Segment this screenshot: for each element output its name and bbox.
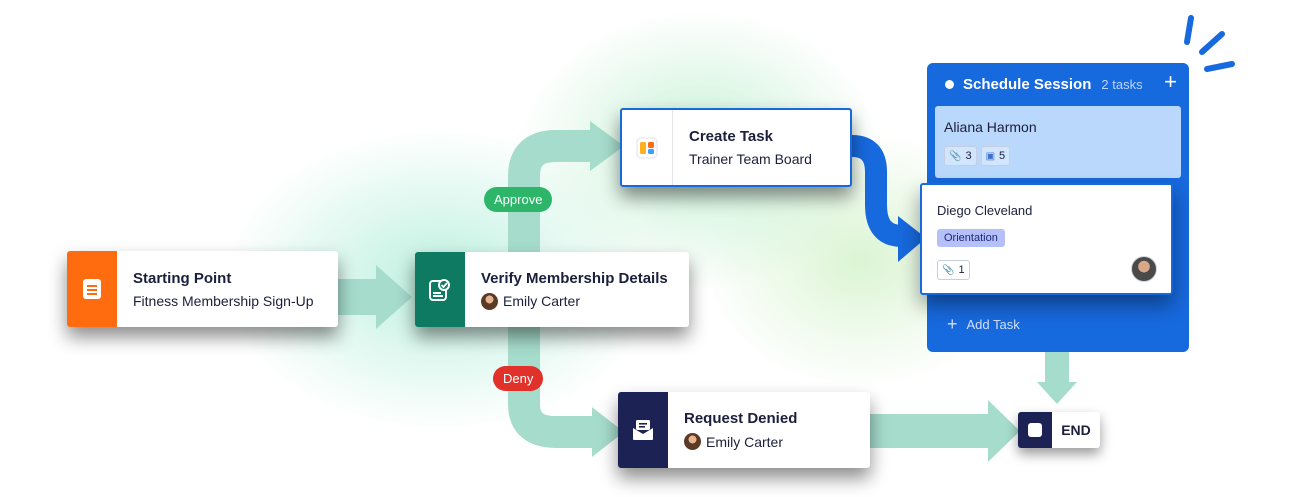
column-header: Schedule Session 2 tasks <box>945 76 1143 93</box>
node-request-denied[interactable]: Request Denied Emily Carter <box>618 392 870 468</box>
attachment-count-value: 1 <box>958 264 965 276</box>
avatar <box>481 292 498 310</box>
comment-icon: ▣ <box>985 150 996 162</box>
node-title: Create Task <box>689 128 773 145</box>
document-icon <box>83 279 101 299</box>
attachment-count-value: 3 <box>965 150 972 162</box>
assignee-name: Emily Carter <box>706 433 784 450</box>
connector-denied-end <box>870 414 990 448</box>
node-title: Request Denied <box>684 410 798 427</box>
connector-task-board <box>851 135 903 247</box>
node-verify-membership[interactable]: Verify Membership Details Emily Carter <box>415 252 689 327</box>
stop-icon <box>1028 423 1042 437</box>
paperclip-icon: 📎 <box>949 150 962 162</box>
add-column-task-button[interactable]: + <box>1164 69 1177 94</box>
node-subtitle: Fitness Membership Sign-Up <box>133 292 314 309</box>
avatar <box>1131 256 1157 282</box>
arrow-task-board <box>898 216 926 262</box>
task-count: 2 tasks <box>1101 77 1143 92</box>
task-card-dragging[interactable]: Diego Cleveland Orientation 📎1 <box>920 183 1173 295</box>
end-label: END <box>1061 422 1091 438</box>
task-card-name: Aliana Harmon <box>944 119 1037 135</box>
arrow-denied-end <box>988 400 1020 462</box>
column-title: Schedule Session <box>963 76 1092 93</box>
task-card-tag: Orientation <box>937 229 1005 247</box>
deny-badge: Deny <box>493 366 544 391</box>
node-starting-point[interactable]: Starting Point Fitness Membership Sign-U… <box>67 251 338 327</box>
column-dot-icon <box>945 80 954 89</box>
node-starting-point-strip <box>67 251 117 327</box>
board-icon <box>636 137 658 158</box>
node-create-task[interactable]: Create Task Trainer Team Board <box>620 108 852 187</box>
avatar <box>684 433 701 450</box>
node-title: Verify Membership Details <box>481 269 668 287</box>
arrow-deny <box>592 407 624 457</box>
connector-approve <box>508 130 592 255</box>
paperclip-icon: 📎 <box>942 264 955 276</box>
node-assignee: Emily Carter <box>684 433 797 450</box>
node-end[interactable]: END <box>1018 412 1100 448</box>
arrow-start-verify <box>376 265 412 329</box>
assignee-name: Emily Carter <box>503 293 581 309</box>
add-task-button[interactable]: + Add Task <box>947 314 1020 335</box>
task-card-meta: 📎1 <box>937 260 974 280</box>
arrow-approve <box>590 121 624 171</box>
node-assignee: Emily Carter <box>481 292 668 310</box>
node-create-task-strip <box>622 110 673 185</box>
task-card[interactable]: Aliana Harmon 📎3 ▣5 <box>935 106 1181 178</box>
node-title: Starting Point <box>133 269 232 287</box>
task-card-name: Diego Cleveland <box>937 203 1033 218</box>
add-task-label: Add Task <box>966 317 1020 332</box>
connector-board-end <box>1045 350 1069 384</box>
comment-count: ▣5 <box>980 146 1011 166</box>
comment-count-value: 5 <box>999 150 1006 162</box>
end-strip <box>1018 412 1052 448</box>
node-verify-strip <box>415 252 465 327</box>
attachment-count: 📎1 <box>937 260 970 280</box>
connector-start-verify <box>338 279 378 315</box>
approve-badge: Approve <box>484 187 553 212</box>
attachment-count: 📎3 <box>944 146 977 166</box>
sparkle-icon <box>1184 15 1235 72</box>
connector-deny <box>508 326 594 448</box>
envelope-icon <box>633 420 653 440</box>
plus-icon: + <box>947 314 958 334</box>
task-card-meta: 📎3 ▣5 <box>944 146 1014 166</box>
node-subtitle: Trainer Team Board <box>689 151 812 167</box>
arrow-board-end <box>1037 382 1077 404</box>
approval-icon <box>429 278 450 301</box>
node-denied-strip <box>618 392 668 468</box>
